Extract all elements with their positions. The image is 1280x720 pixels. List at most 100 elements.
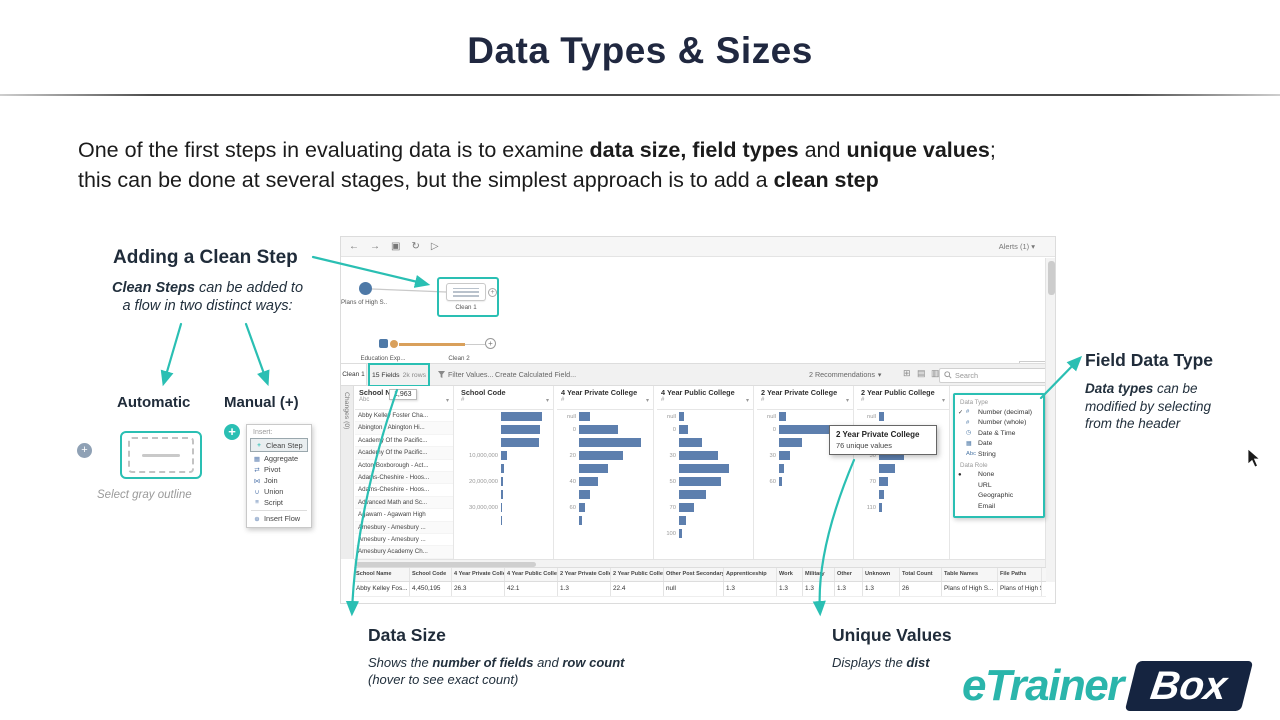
grid-column-header-other-post-secondary[interactable]: Other Post Secondary [664, 568, 724, 581]
bin-bar[interactable] [679, 477, 721, 486]
sort-icon[interactable]: ▾ [745, 398, 749, 404]
grid-cell[interactable]: 1.3 [803, 582, 835, 596]
alerts-indicator[interactable]: Alerts (1) ▾ [998, 242, 1035, 251]
field-type-icon[interactable]: # [861, 397, 865, 403]
grid-column-header-file-paths[interactable]: File Paths [998, 568, 1042, 581]
grid-cell[interactable]: null [664, 582, 724, 596]
histogram-bin[interactable] [457, 462, 553, 475]
value-row[interactable]: Abington - Abington Hi... [355, 422, 453, 435]
grid-cell[interactable]: 42.1 [505, 582, 558, 596]
input-node-plans-icon[interactable] [359, 282, 372, 295]
bin-bar[interactable] [579, 516, 582, 525]
histogram-bin[interactable]: 30 [757, 449, 853, 462]
histogram-bin[interactable] [457, 436, 553, 449]
value-row[interactable]: Academy Of the Pacific... [355, 435, 453, 448]
search-input[interactable]: Search [939, 367, 1047, 383]
bin-bar[interactable] [679, 412, 684, 421]
refresh-icon[interactable]: ↻ [411, 241, 420, 252]
field-type-icon[interactable]: # [461, 397, 465, 403]
value-row[interactable]: Academy Of the Pacific... [355, 447, 453, 460]
bin-bar[interactable] [579, 490, 590, 499]
list-view-icon[interactable]: ▥ [931, 368, 940, 378]
grid-cell[interactable]: Plans of High S... [998, 582, 1042, 596]
bin-bar[interactable] [579, 464, 608, 473]
grid-column-header-school-name[interactable]: School Name [354, 568, 410, 581]
bin-bar[interactable] [779, 438, 802, 447]
data-type-option-date[interactable]: ▦Date [955, 439, 1043, 450]
histogram-bin[interactable] [457, 488, 553, 501]
data-role-option-email[interactable]: Email [955, 501, 1043, 512]
input-node-education-icon[interactable] [379, 339, 388, 348]
histogram-bin[interactable] [657, 514, 753, 527]
histogram-bin[interactable]: null [557, 410, 653, 423]
bin-bar[interactable] [679, 503, 694, 512]
field-type-icon[interactable]: # [761, 397, 765, 403]
save-icon[interactable]: ▣ [391, 241, 401, 252]
bin-bar[interactable] [579, 412, 590, 421]
bin-bar[interactable] [779, 477, 782, 486]
grid-cell[interactable]: 1.3 [724, 582, 777, 596]
histogram-bin[interactable] [457, 514, 553, 527]
value-row[interactable]: Acton-Boxborough - Act... [355, 460, 453, 472]
histogram-bin[interactable]: 100 [657, 527, 753, 540]
field-row-count[interactable]: 15 Fields 2k rows [368, 363, 430, 387]
vertical-scrollbar[interactable] [1045, 258, 1055, 582]
bin-bar[interactable] [579, 451, 623, 460]
histogram-bin[interactable]: null [757, 410, 853, 423]
bin-bar[interactable] [501, 451, 507, 460]
data-type-option-date-time[interactable]: ◷Date & Time [955, 428, 1043, 439]
bin-bar[interactable] [501, 412, 542, 421]
run-flow-icon[interactable]: ▷ [430, 241, 439, 252]
grid-cell[interactable]: 22.4 [611, 582, 664, 596]
grid-column-header-school-code[interactable]: School Code [410, 568, 452, 581]
grid-column-header-2-year-public-college[interactable]: 2 Year Public College [611, 568, 664, 581]
histogram-bin[interactable]: 20,000,000 [457, 475, 553, 488]
recommendations-button[interactable]: 2 Recommendations ▾ [809, 370, 882, 379]
grid-column-header-work[interactable]: Work [777, 568, 803, 581]
bin-bar[interactable] [679, 516, 686, 525]
histogram-bin[interactable] [857, 462, 949, 475]
grid-column-header-table-names[interactable]: Table Names [942, 568, 998, 581]
histogram-bin[interactable]: 30 [657, 449, 753, 462]
value-row[interactable]: Amesbury Academy Ch... [355, 546, 453, 559]
horizontal-scrollbar[interactable] [354, 559, 1046, 567]
bin-bar[interactable] [579, 425, 618, 434]
histogram-bin[interactable] [557, 436, 653, 449]
data-type-option-number-whole[interactable]: #Number (whole) [955, 418, 1043, 429]
field-type-icon[interactable]: # [561, 397, 565, 403]
bin-bar[interactable] [579, 503, 585, 512]
insert-menu-item-pivot[interactable]: ⇄Pivot [247, 464, 311, 475]
bin-bar[interactable] [679, 490, 706, 499]
histogram-bin[interactable]: 110 [857, 501, 949, 514]
bin-bar[interactable] [679, 464, 729, 473]
grid-cell[interactable]: Abby Kelley Fos... [354, 582, 410, 596]
bin-bar[interactable] [579, 438, 641, 447]
forward-icon[interactable]: → [370, 241, 380, 252]
value-row[interactable]: Amesbury - Amesbury ... [355, 521, 453, 534]
histogram-bin[interactable]: null [857, 410, 949, 423]
bin-bar[interactable] [879, 503, 882, 512]
sort-icon[interactable]: ▾ [545, 398, 549, 404]
flow-insert-plus-button[interactable]: + [485, 338, 496, 349]
histogram-bin[interactable]: 0 [757, 423, 853, 436]
grid-cell[interactable]: Plans of High S... [942, 582, 998, 596]
insert-menu-item-clean-step[interactable]: + Clean Step [250, 438, 308, 452]
grid-cell[interactable]: 1.3 [835, 582, 863, 596]
data-role-option-geographic[interactable]: Geographic [955, 491, 1043, 502]
bin-bar[interactable] [679, 451, 718, 460]
data-role-option-url[interactable]: URL [955, 480, 1043, 491]
bin-bar[interactable] [779, 425, 843, 434]
histogram-bin[interactable] [457, 423, 553, 436]
grid-column-header-2-year-private-college[interactable]: 2 Year Private College [558, 568, 611, 581]
data-type-option-number-decimal[interactable]: ✓#Number (decimal) [955, 407, 1043, 418]
grid-column-header-4-year-private-college[interactable]: 4 Year Private College [452, 568, 505, 581]
data-role-option-none[interactable]: ●None [955, 470, 1043, 481]
bin-bar[interactable] [501, 477, 503, 486]
grid-column-header-military[interactable]: Military [803, 568, 835, 581]
histogram-bin[interactable] [557, 488, 653, 501]
bin-bar[interactable] [501, 425, 540, 434]
histogram-bin[interactable] [557, 462, 653, 475]
bin-bar[interactable] [879, 451, 904, 460]
histogram-bin[interactable] [757, 436, 853, 449]
grid-cell[interactable]: 1.3 [777, 582, 803, 596]
